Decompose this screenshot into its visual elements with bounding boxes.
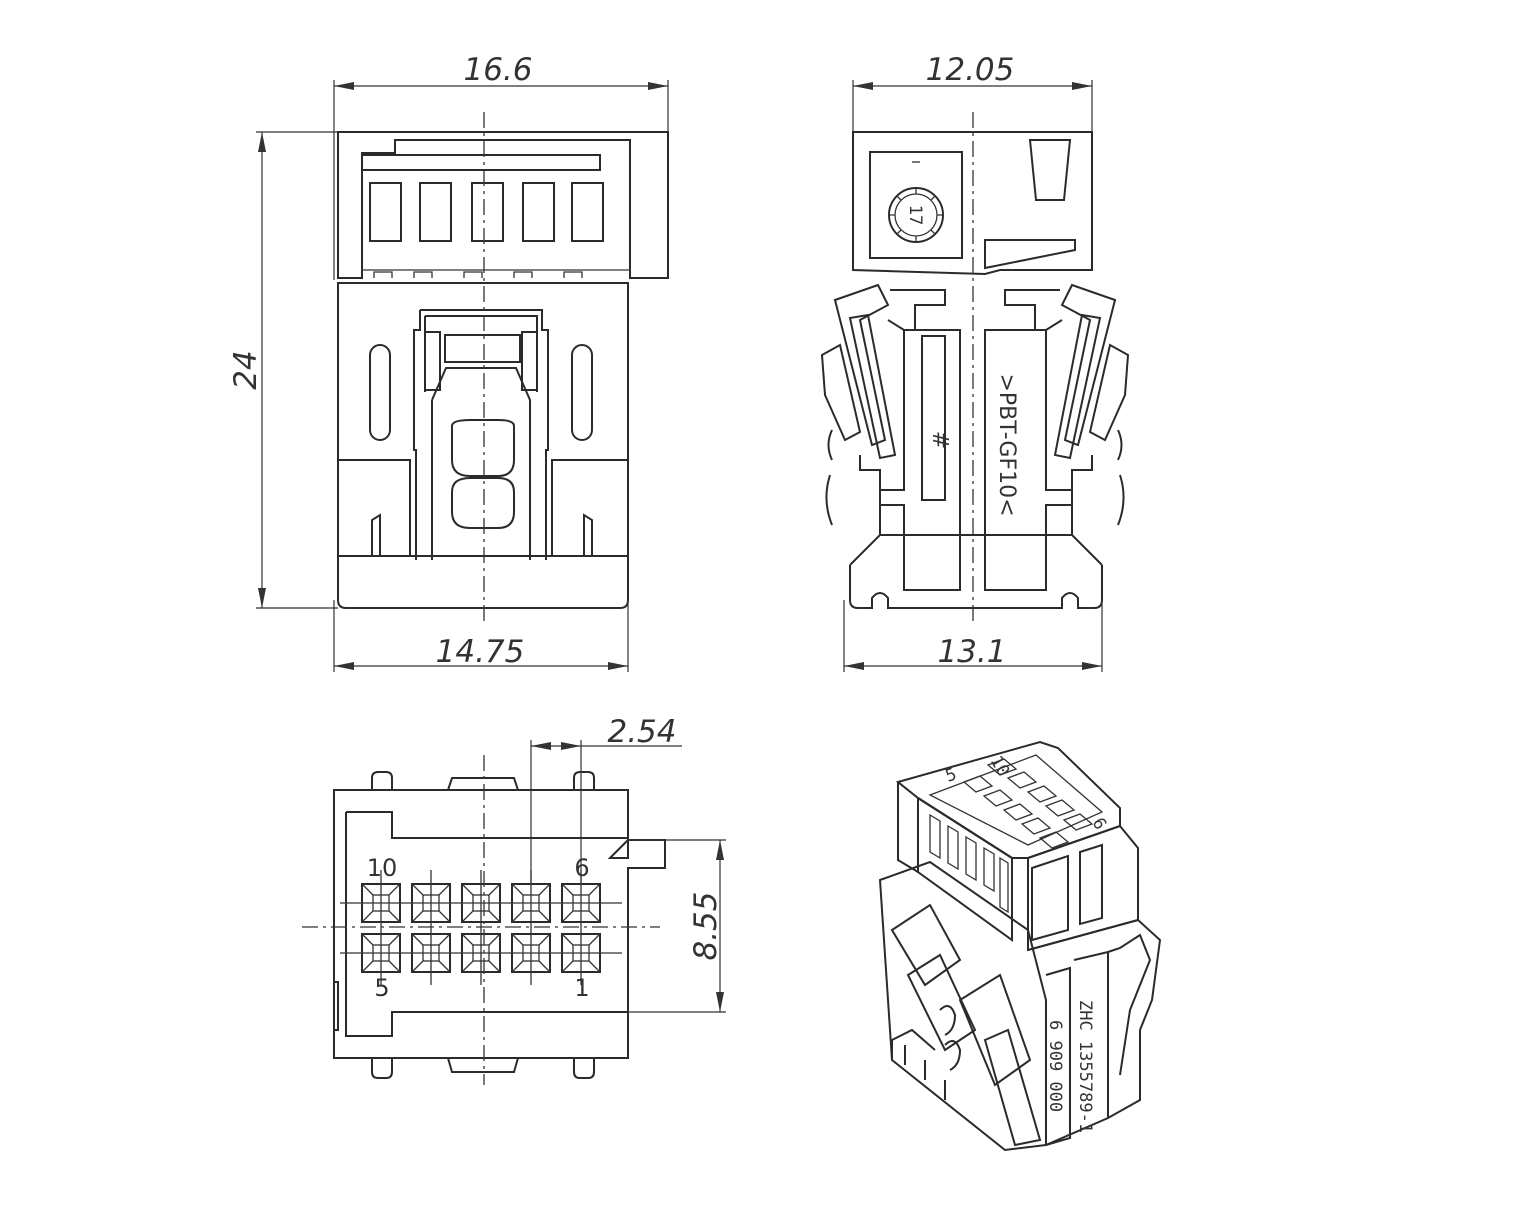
pin-label-5: 5 xyxy=(374,974,389,1002)
side-dimensions: 12.05 13.1 xyxy=(843,52,1103,672)
hash-mark: # xyxy=(927,431,952,449)
iso-cavities xyxy=(962,758,1094,849)
front-view xyxy=(337,112,669,624)
face-view: 10 6 5 1 xyxy=(302,755,666,1085)
dim-top-width: 16.6 xyxy=(463,52,532,88)
pin-label-10: 10 xyxy=(367,854,398,882)
face-dimensions: 2.54 8.55 xyxy=(530,714,726,1013)
dim-pitch: 2.54 xyxy=(607,714,676,750)
iso-pin-label-a: 5 xyxy=(943,764,959,786)
isometric-view: 5 10 6 ZHC 1355789-1 6 909 000 xyxy=(878,740,1162,1152)
pin-label-1: 1 xyxy=(574,974,589,1002)
dim-side-bottom-width: 13.1 xyxy=(937,634,1006,670)
part-number-line1: ZHC 1355789-1 xyxy=(1075,1000,1095,1133)
date-dial-text: 17 xyxy=(905,205,925,225)
pin-label-6: 6 xyxy=(574,854,589,882)
front-dimensions: 16.6 24 14.75 xyxy=(228,52,669,672)
dim-height: 24 xyxy=(228,350,264,389)
dim-bottom-width: 14.75 xyxy=(436,634,525,670)
part-number-line2: 6 909 000 xyxy=(1045,1020,1065,1112)
material-marking: >PBT-GF10< xyxy=(994,373,1019,516)
dim-side-top-width: 12.05 xyxy=(926,52,1015,88)
side-view: 17 # >PBT-GF10< xyxy=(820,112,1130,624)
dim-row-span: 8.55 xyxy=(688,891,724,960)
